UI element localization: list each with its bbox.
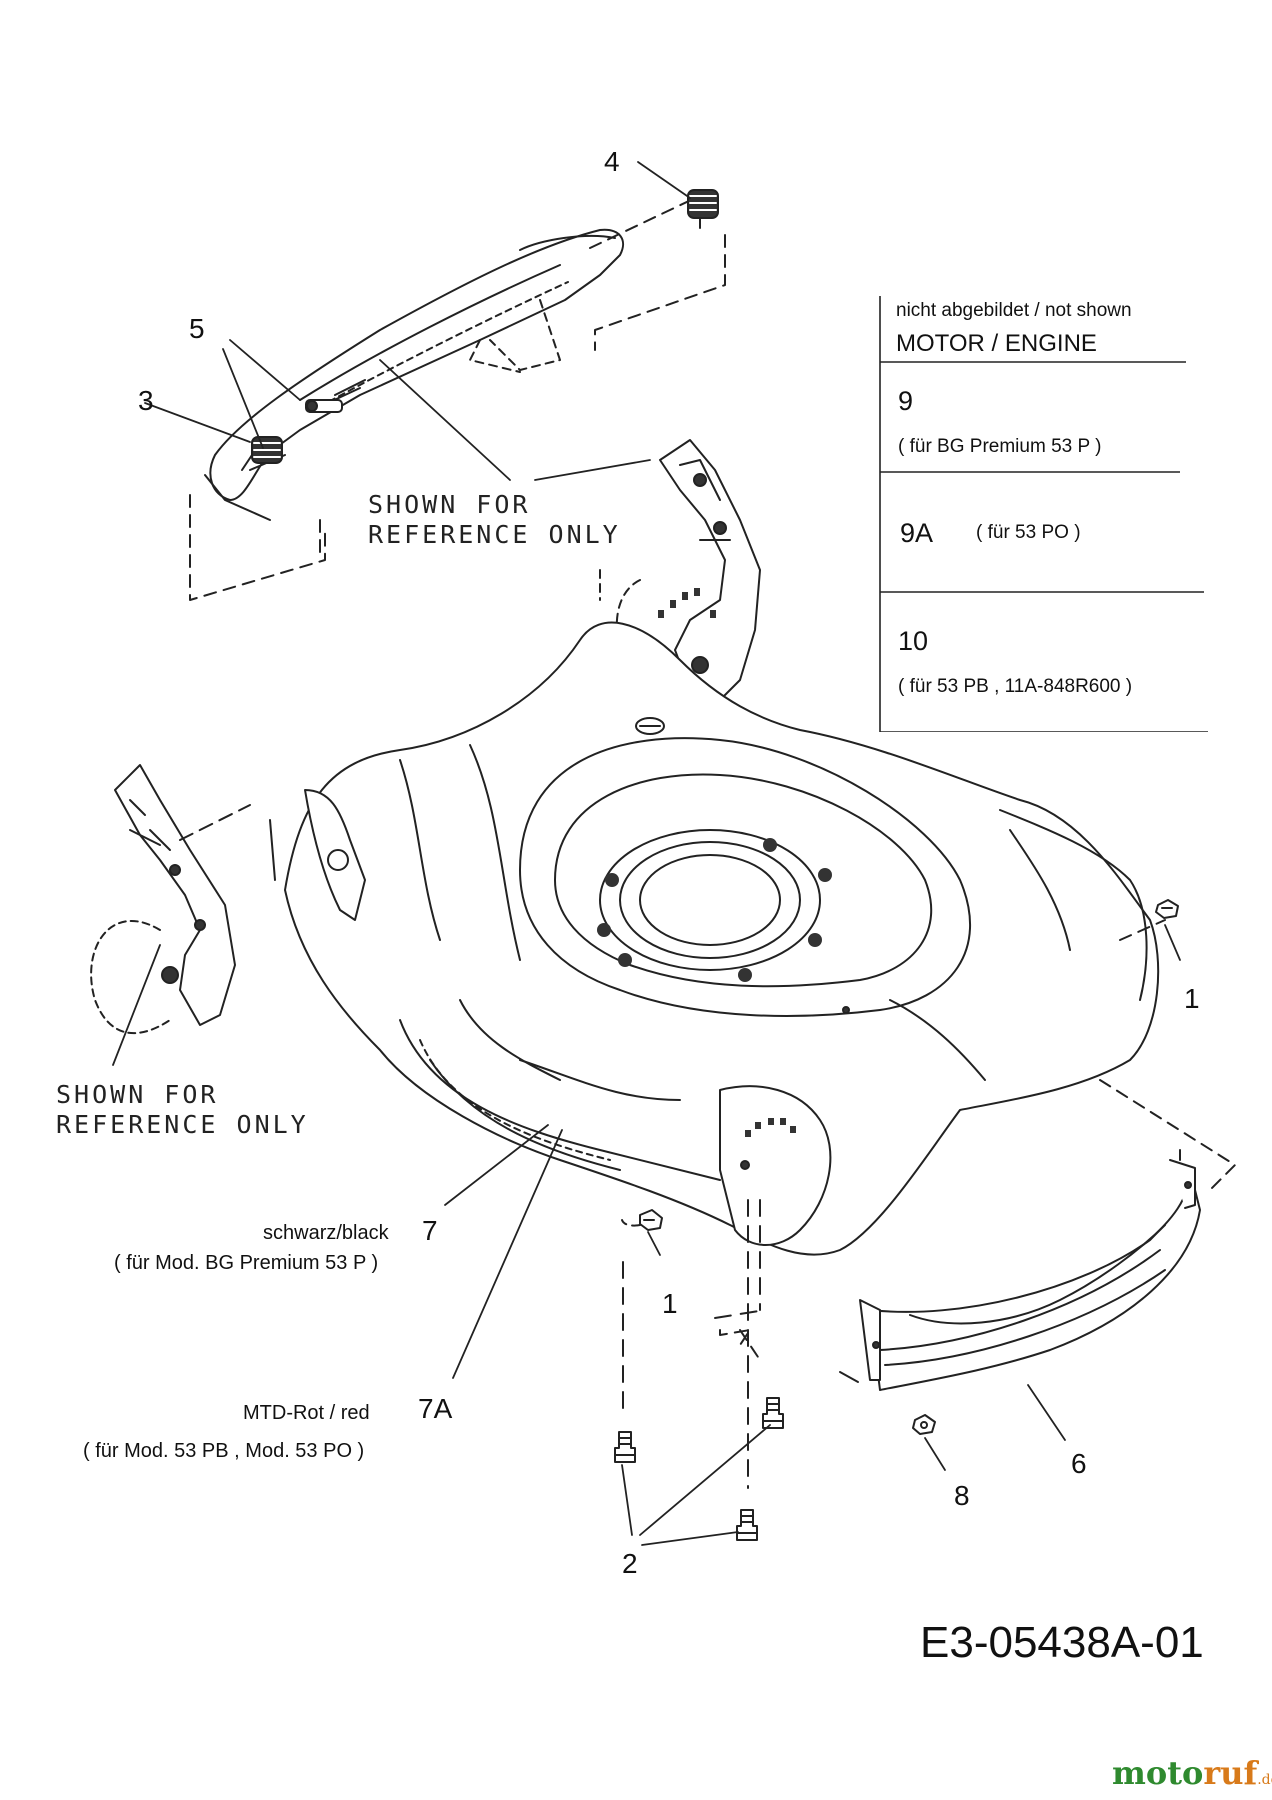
mower-deck-drawing xyxy=(269,621,1160,1256)
engine-table-header: MOTOR / ENGINE xyxy=(896,330,1097,357)
callout-6: 6 xyxy=(1071,1448,1087,1479)
callout-1-bottom: 1 xyxy=(662,1288,678,1319)
bolt-2-drawing xyxy=(614,1397,784,1541)
engine-row-number: 10 xyxy=(898,626,929,656)
engine-row-number: 9 xyxy=(898,386,914,416)
screw-1-drawing xyxy=(621,899,1179,1231)
callout-2: 2 xyxy=(622,1548,638,1579)
drawing-id: E3-05438A-01 xyxy=(920,1618,1204,1667)
engine-row-desc: ( für BG Premium 53 P ) xyxy=(898,436,1102,457)
callout-7: 7 xyxy=(422,1215,438,1246)
rear-flap-drawing xyxy=(839,1149,1201,1391)
callout-7a: 7A xyxy=(418,1393,453,1424)
right-height-adjuster-drawing xyxy=(599,439,761,701)
assembly-guide-lines-rear xyxy=(719,919,1236,1361)
callout-5: 5 xyxy=(189,313,205,344)
color-note-black: schwarz/black xyxy=(263,1222,389,1244)
site-watermark-logo: motoruf.de xyxy=(1112,1754,1272,1792)
color-note-red: MTD-Rot / red xyxy=(243,1402,370,1424)
engine-row-desc: ( für 53 PO ) xyxy=(976,522,1081,543)
color-note-black-models: ( für Mod. BG Premium 53 P ) xyxy=(114,1252,379,1274)
callout-3: 3 xyxy=(138,385,154,416)
callout-1-right: 1 xyxy=(1184,983,1200,1014)
nut-8-drawing xyxy=(912,1414,936,1435)
engine-table-lines xyxy=(879,296,1208,732)
callout-4: 4 xyxy=(604,146,620,177)
watermark-part-b: ruf xyxy=(1203,1754,1258,1792)
reference-note-left: SHOWN FOR REFERENCE ONLY xyxy=(56,1080,309,1139)
engine-row-number: 9A xyxy=(900,518,934,548)
callout-8: 8 xyxy=(954,1480,970,1511)
color-note-red-models: ( für Mod. 53 PB , Mod. 53 PO ) xyxy=(83,1440,365,1462)
spring-3-drawing xyxy=(241,436,283,471)
engine-table-subheader: nicht abgebildet / not shown xyxy=(896,300,1132,321)
spring-4-drawing xyxy=(687,189,719,229)
engine-row-desc: ( für 53 PB , 11A-848R600 ) xyxy=(898,676,1133,697)
watermark-part-a: moto xyxy=(1112,1754,1204,1792)
engine-table: nicht abgebildet / not shown MOTOR / ENG… xyxy=(878,296,1214,732)
reference-note-top: SHOWN FOR REFERENCE ONLY xyxy=(368,490,621,549)
watermark-tld: .de xyxy=(1257,1772,1272,1788)
left-height-adjuster-drawing xyxy=(90,764,251,1034)
pin-5-drawing xyxy=(305,399,343,413)
leader-lines xyxy=(112,161,1181,1546)
assembly-guide-lines-bolts xyxy=(622,1199,766,1489)
